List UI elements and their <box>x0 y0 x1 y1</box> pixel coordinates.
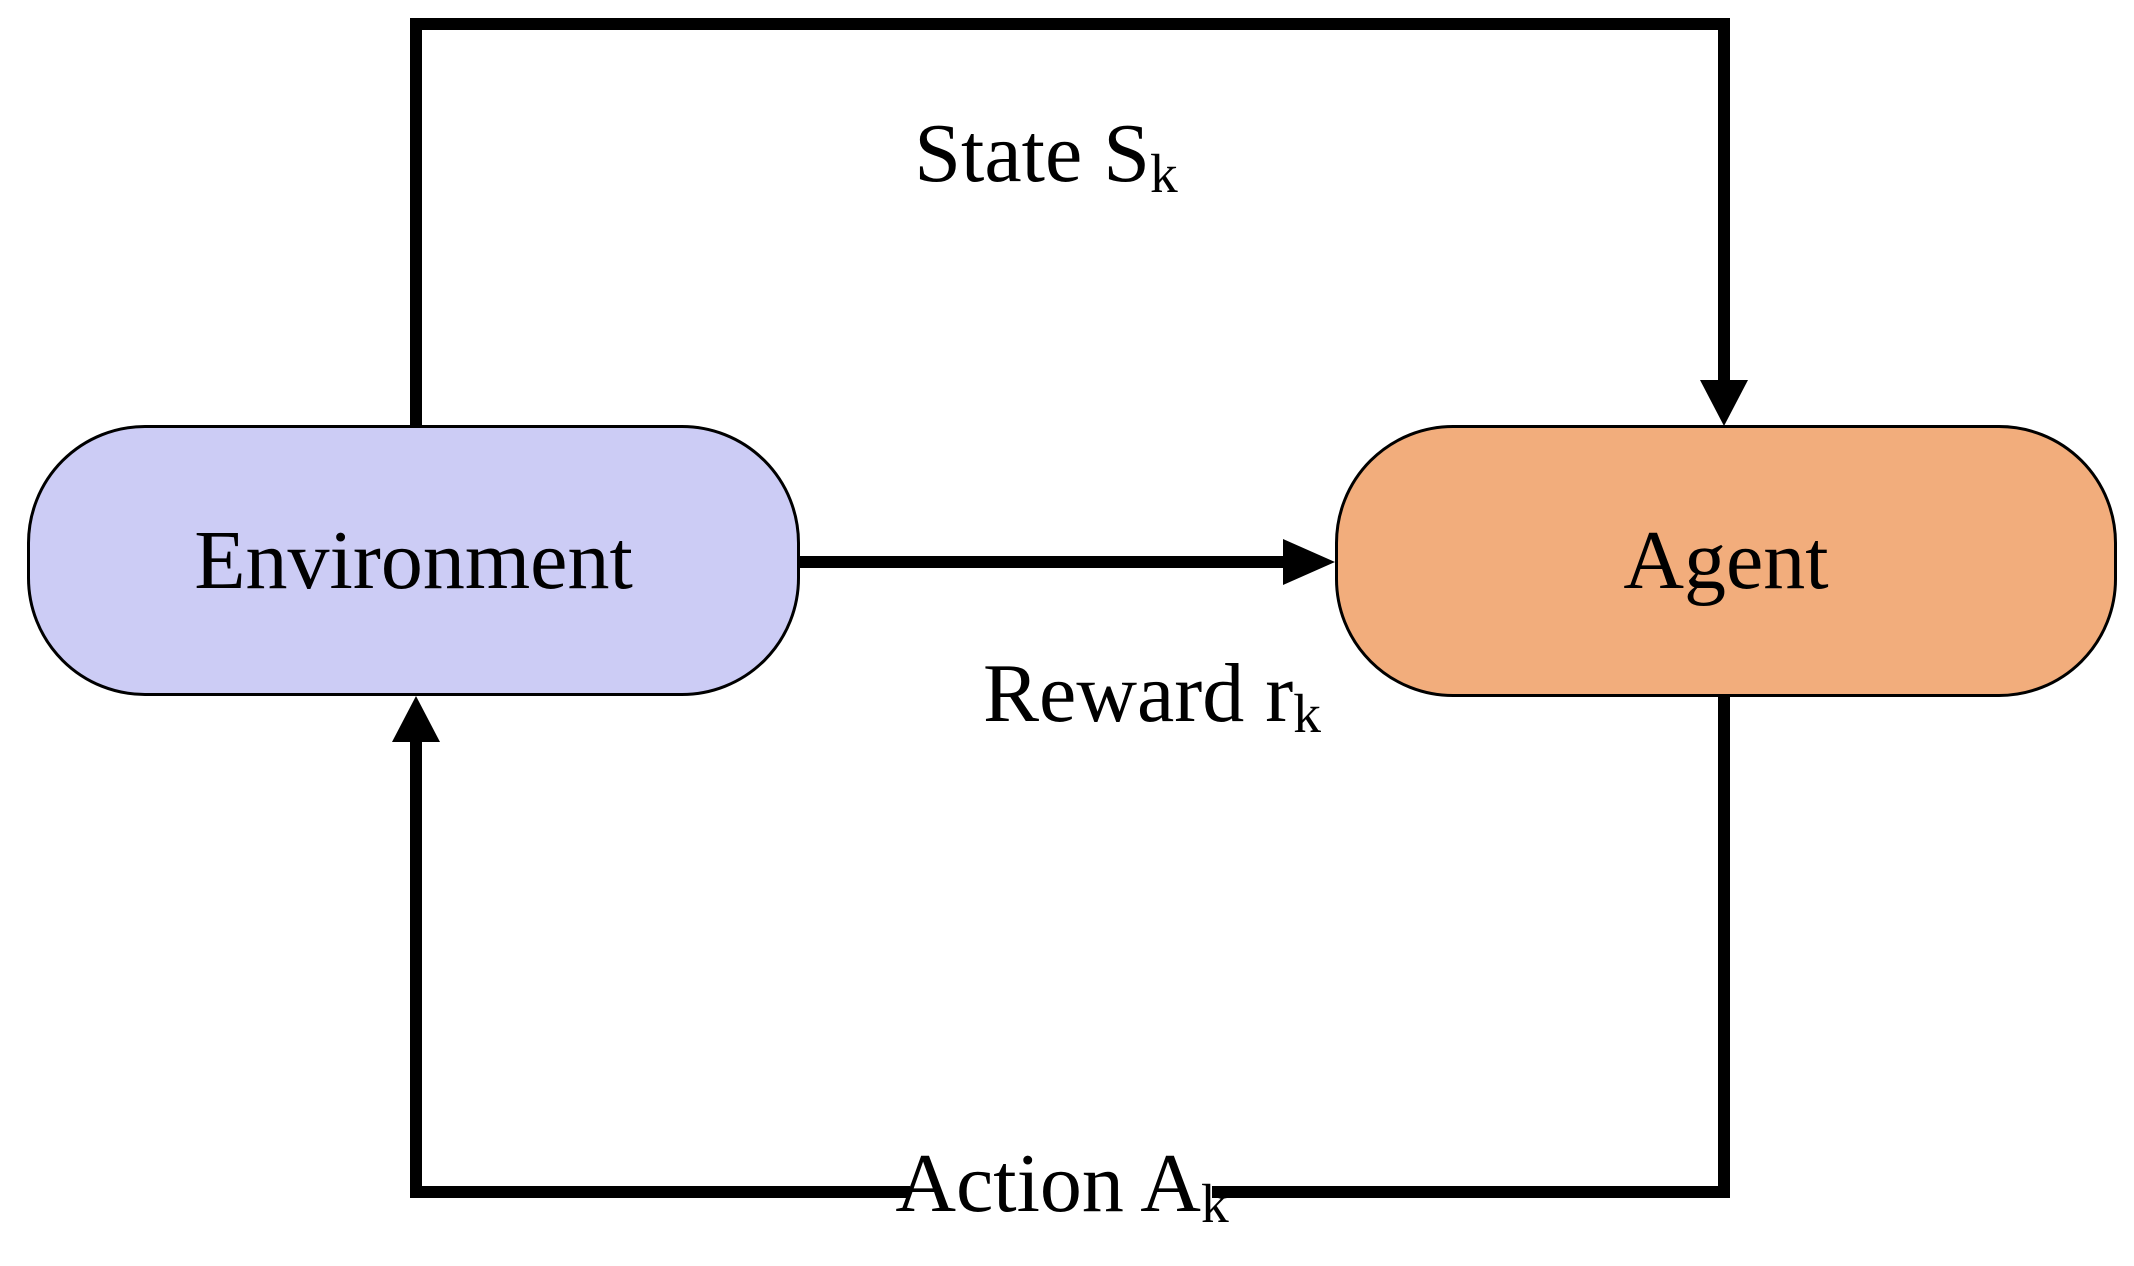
environment-node-label: Environment <box>194 513 633 607</box>
reward-edge-label: Reward rk <box>952 652 1352 742</box>
state-edge-label-subscript: k <box>1149 143 1178 205</box>
action-edge-label-subscript: k <box>1200 1173 1229 1235</box>
state-edge-label-text: State S <box>914 107 1150 200</box>
reward-edge-label-text: Reward r <box>983 647 1294 740</box>
state-arrow-segment-down <box>1718 18 1730 382</box>
environment-node: Environment <box>27 425 800 696</box>
state-arrow-segment-up <box>410 18 422 425</box>
state-arrowhead-down-icon <box>1700 380 1748 426</box>
action-edge-label: Action Ak <box>862 1142 1262 1232</box>
state-edge-label: State Sk <box>846 112 1246 202</box>
agent-node: Agent <box>1335 425 2117 697</box>
state-arrow-segment-top <box>410 18 1730 30</box>
action-arrow-segment-bottom-left <box>410 1186 910 1198</box>
action-arrowhead-up-icon <box>392 696 440 742</box>
action-arrow-segment-bottom-right <box>1212 1186 1730 1198</box>
action-edge-label-text: Action A <box>895 1137 1201 1230</box>
action-arrow-segment-down <box>1718 696 1730 1198</box>
action-arrow-segment-up <box>410 740 422 1198</box>
reward-arrow-line <box>799 556 1285 568</box>
reward-edge-label-subscript: k <box>1293 683 1321 745</box>
reward-arrowhead-right-icon <box>1283 539 1335 585</box>
agent-node-label: Agent <box>1623 514 1829 607</box>
